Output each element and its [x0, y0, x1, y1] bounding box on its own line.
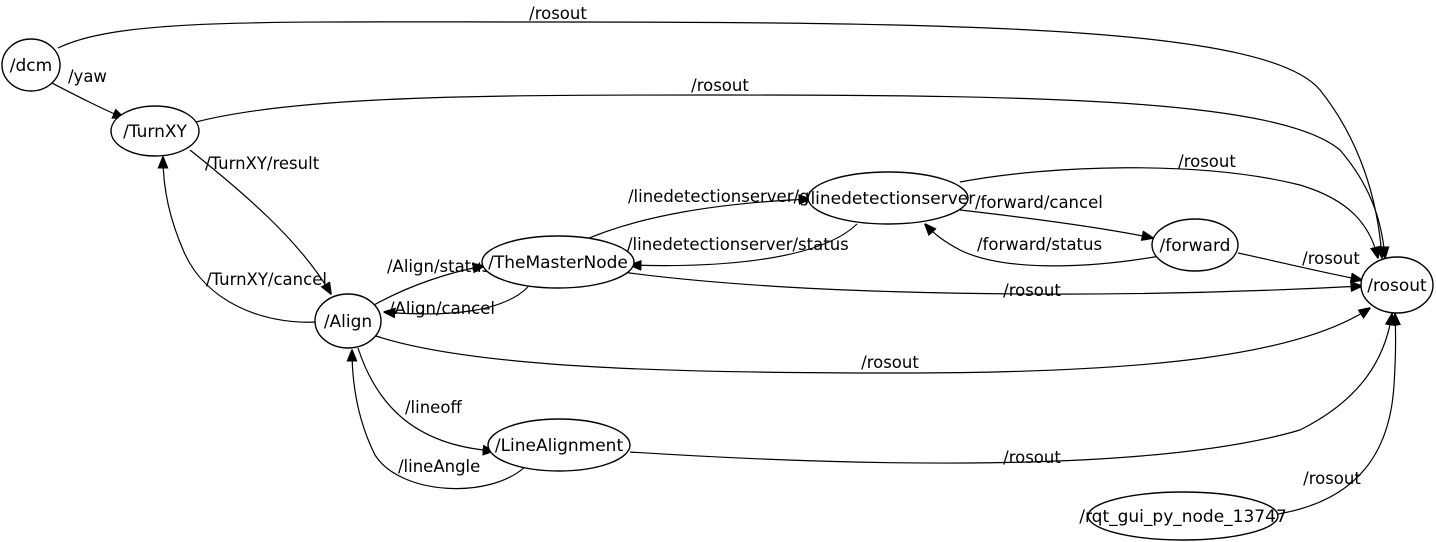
- edge-label-linedetection-rosout: /rosout: [1178, 152, 1236, 171]
- edge-label-align-cancel: /Align/cancel: [389, 299, 495, 318]
- edge-label-lineangle: /lineAngle: [398, 457, 480, 476]
- edge-align-to-rosout: [375, 308, 1370, 374]
- node-label-align: /Align: [324, 312, 372, 332]
- node-align[interactable]: /Align: [314, 293, 382, 349]
- edge-masternode-to-rosout: [621, 271, 1362, 295]
- node-linealignment[interactable]: /LineAlignment: [487, 418, 631, 472]
- edge-rqt-to-rosout: [1277, 314, 1396, 515]
- edge-forward-to-rosout: [1237, 252, 1362, 280]
- edge-linedetection-to-rosout: [959, 167, 1378, 258]
- edge-linealignment-to-align: [352, 350, 527, 490]
- edge-label-rqt-rosout: /rosout: [1303, 469, 1361, 488]
- node-label-turnxy: /TurnXY: [123, 122, 187, 142]
- node-rosout[interactable]: /rosout: [1360, 256, 1434, 314]
- node-label-linealignment: /LineAlignment: [495, 436, 624, 456]
- edge-label-align-rosout: /rosout: [861, 353, 919, 372]
- edge-masternode-to-align: [384, 286, 529, 314]
- edge-label-dcm-rosout: /rosout: [529, 4, 587, 23]
- edge-masternode-to-linedetection: [579, 199, 810, 243]
- node-label-linedetectionserver: /linedetectionserver: [805, 189, 976, 209]
- node-rqt-gui[interactable]: /rqt_gui_py_node_13747: [1079, 491, 1287, 541]
- node-label-forward: /forward: [1160, 236, 1231, 256]
- node-label-rosout: /rosout: [1367, 276, 1427, 296]
- node-label-themasternode: /TheMasterNode: [488, 253, 628, 273]
- edge-label-forward-status: /forward/status: [977, 235, 1102, 254]
- edge-label-forward-rosout: /rosout: [1302, 249, 1360, 268]
- edge-label-linealignment-rosout: /rosout: [1003, 448, 1061, 467]
- edge-label-masternode-rosout: /rosout: [1003, 281, 1061, 300]
- edge-label-lineoff: /lineoff: [405, 398, 462, 417]
- node-themasternode[interactable]: /TheMasterNode: [481, 235, 635, 289]
- edge-label-dcm-turnxy: /yaw: [68, 67, 107, 86]
- edge-linealignment-to-rosout: [629, 314, 1392, 464]
- node-label-rqt-gui: /rqt_gui_py_node_13747: [1079, 507, 1287, 527]
- node-turnxy[interactable]: /TurnXY: [110, 105, 200, 157]
- edge-dcm-to-turnxy: [45, 79, 124, 118]
- node-forward[interactable]: /forward: [1151, 218, 1239, 272]
- edge-label-forward-cancel: /forward/cancel: [975, 193, 1103, 212]
- edge-align-to-turnxy: [163, 157, 319, 323]
- edge-label-linedetection-status: /linedetectionserver/status: [627, 235, 849, 254]
- edge-linedetection-to-forward: [959, 209, 1153, 238]
- edge-turnxy-to-align: [189, 149, 331, 294]
- edge-forward-to-linedetection: [925, 224, 1161, 267]
- edge-label-align-status: /Align/status: [387, 257, 490, 276]
- edge-label-linedetection-goal: /linedetectionserver/goal: [628, 187, 834, 206]
- node-dcm[interactable]: /dcm: [1, 38, 61, 92]
- edge-label-turnxy-cancel: /TurnXY/cancel: [206, 270, 327, 289]
- node-label-dcm: /dcm: [10, 56, 52, 76]
- edge-label-turnxy-result: /TurnXY/result: [205, 154, 320, 173]
- edge-linedetection-to-masternode: [630, 223, 858, 266]
- edge-turnxy-to-rosout: [195, 94, 1385, 258]
- edge-label-turnxy-rosout: /rosout: [691, 76, 749, 95]
- edge-align-to-masternode: [373, 266, 484, 306]
- edge-align-to-linealignment: [357, 347, 494, 451]
- node-linedetectionserver[interactable]: /linedetectionserver: [805, 171, 976, 225]
- edge-dcm-to-rosout: [57, 21, 1382, 258]
